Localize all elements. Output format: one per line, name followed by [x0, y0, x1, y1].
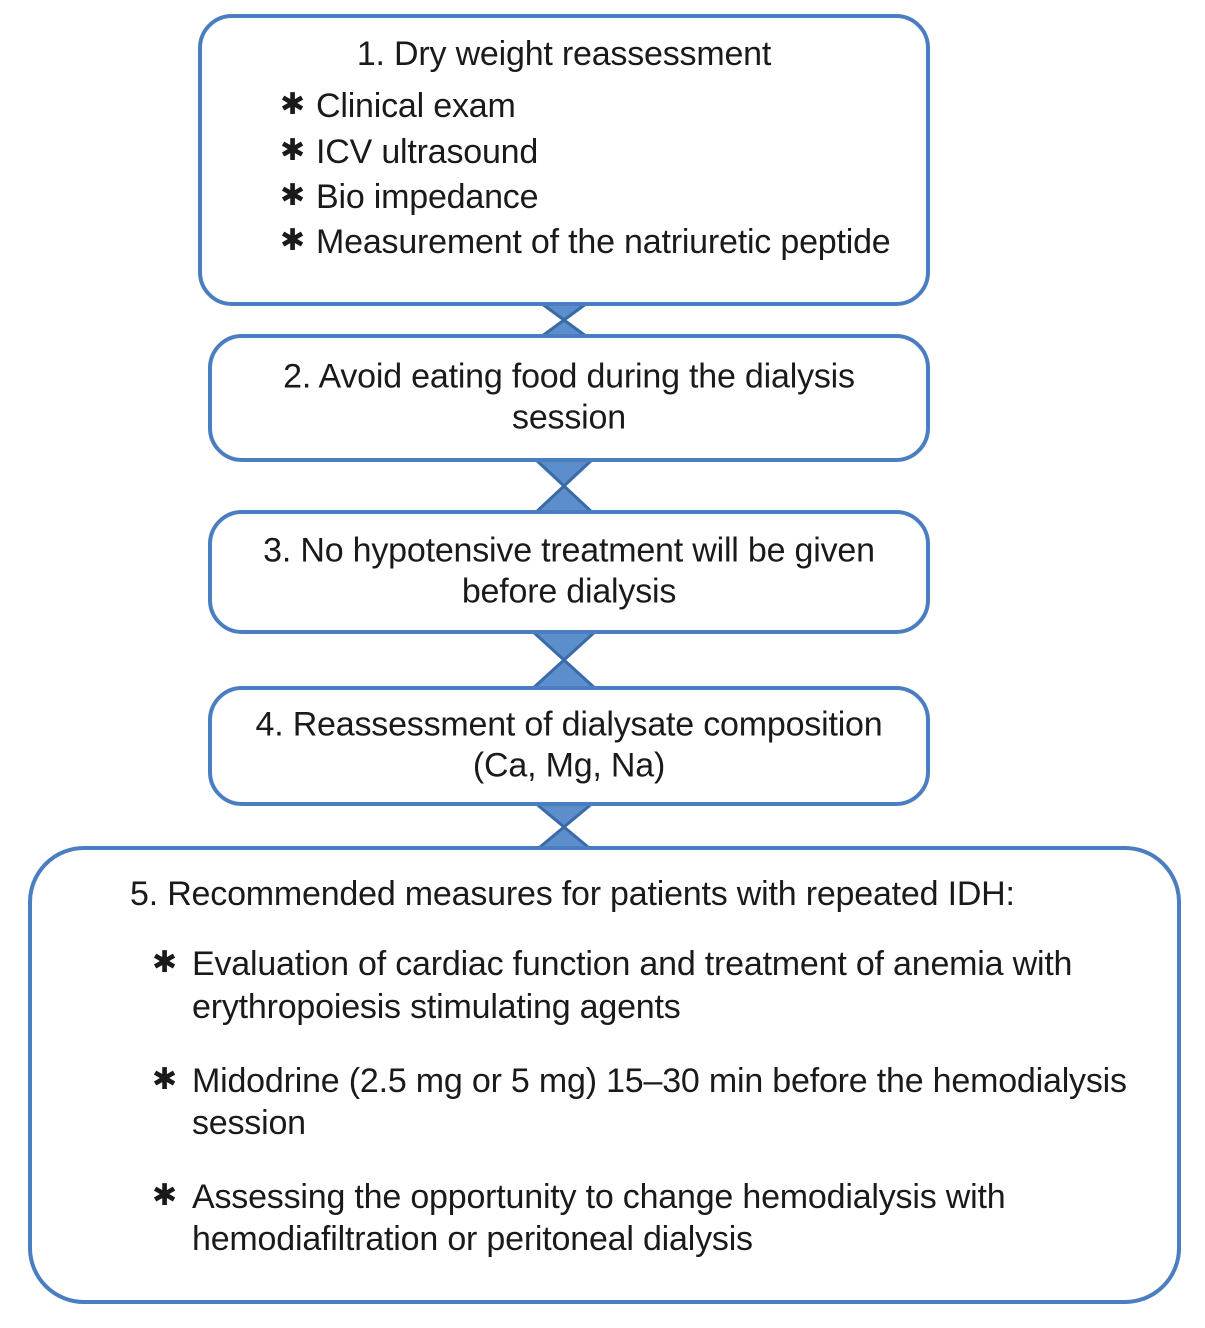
list-item-label: Evaluation of cardiac function and treat… [192, 945, 1073, 1026]
list-item-label: Clinical exam [316, 87, 516, 126]
node-title-step-1: 1. Dry weight reassessment [356, 35, 772, 73]
node-title-step-3: 3. No hypotensive treatment will be give… [263, 531, 875, 611]
asterisk-bullet-icon: ✱ [152, 1062, 177, 1096]
asterisk-bullet-icon: ✱ [152, 946, 177, 980]
flowchart-node-step-5: 5. Recommended measures for patients wit… [28, 846, 1181, 1304]
connector-2-3 [528, 456, 600, 516]
list-item: ✱ Measurement of the natriuretic peptide [280, 221, 912, 263]
asterisk-bullet-icon: ✱ [280, 88, 305, 122]
flowchart-node-step-3: 3. No hypotensive treatment will be give… [208, 510, 930, 634]
node-title-step-5: 5. Recommended measures for patients wit… [130, 875, 1015, 913]
list-item: ✱ Evaluation of cardiac function and tre… [152, 943, 1135, 1027]
list-item: ✱ Bio impedance [280, 176, 912, 218]
asterisk-bullet-icon: ✱ [152, 1179, 177, 1213]
list-item-label: Measurement of the natriuretic peptide [316, 222, 891, 261]
flowchart-node-step-4: 4. Reassessment of dialysate composition… [208, 686, 930, 806]
list-item-label: Midodrine (2.5 mg or 5 mg) 15–30 min bef… [192, 1061, 1127, 1142]
flowchart-node-step-1: 1. Dry weight reassessment ✱ Clinical ex… [198, 14, 930, 306]
bullet-list-step-5: ✱ Evaluation of cardiac function and tre… [152, 943, 1135, 1260]
bullet-list-step-1: ✱ Clinical exam ✱ ICV ultrasound ✱ Bio i… [280, 85, 912, 263]
asterisk-bullet-icon: ✱ [280, 178, 305, 212]
connector-3-4 [526, 628, 602, 692]
list-item: ✱ Assessing the opportunity to change he… [152, 1176, 1135, 1260]
list-item: ✱ Clinical exam [280, 85, 912, 127]
flowchart-node-step-2: 2. Avoid eating food during the dialysis… [208, 334, 930, 462]
list-item-label: Bio impedance [316, 177, 539, 216]
node-title-step-4: 4. Reassessment of dialysate composition… [255, 705, 883, 785]
list-item: ✱ ICV ultrasound [280, 131, 912, 173]
list-item-label: ICV ultrasound [316, 132, 539, 171]
asterisk-bullet-icon: ✱ [280, 133, 305, 167]
node-title-step-2: 2. Avoid eating food during the dialysis… [283, 357, 855, 437]
list-item-label: Assessing the opportunity to change hemo… [192, 1178, 1006, 1259]
asterisk-bullet-icon: ✱ [280, 223, 305, 257]
list-item: ✱ Midodrine (2.5 mg or 5 mg) 15–30 min b… [152, 1060, 1135, 1144]
